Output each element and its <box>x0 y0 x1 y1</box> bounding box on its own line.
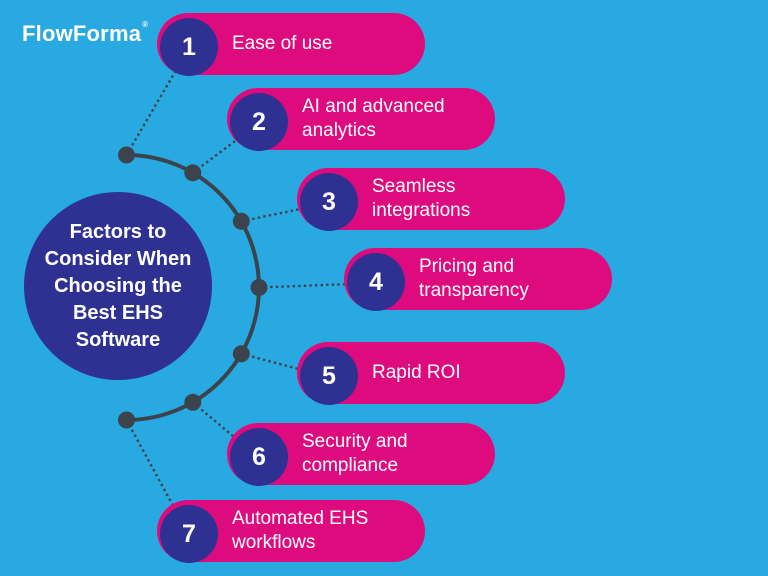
flowforma-logo: FlowForma® <box>22 20 148 47</box>
arc-node-4 <box>250 279 268 296</box>
central-title-line: Factors to <box>69 220 167 243</box>
arc-node-6 <box>184 393 202 411</box>
factor-number-badge: 4 <box>347 253 405 311</box>
central-title-line: Software <box>75 328 161 351</box>
factor-number-badge: 5 <box>300 347 358 405</box>
arc-node-1 <box>118 146 135 164</box>
factor-label: Rapid ROI <box>372 362 461 383</box>
factor-number-badge: 7 <box>160 505 218 563</box>
arc-node-5 <box>232 345 250 363</box>
central-title: Factors to Consider When Choosing the Be… <box>45 219 192 354</box>
arc-node-7 <box>118 411 135 429</box>
factor-number-badge: 3 <box>300 173 358 231</box>
factor-pill-6: 6 Security and compliance <box>227 423 495 486</box>
factor-label: Ease of use <box>232 33 333 54</box>
factor-pill-2: 2 AI and advanced analytics <box>227 88 495 151</box>
central-title-line: Best EHS <box>72 301 163 324</box>
connector-line-1 <box>125 47 191 156</box>
logo-text: FlowForma <box>22 21 142 46</box>
factor-pill-4: 4 Pricing and transparency <box>344 248 612 311</box>
arc-node-3 <box>232 212 250 230</box>
factor-pill-3: 3 Seamless integrations <box>297 168 565 231</box>
central-topic-circle: Factors to Consider When Choosing the Be… <box>24 192 212 380</box>
factor-pill-7: 7 Automated EHS workflows <box>157 500 425 563</box>
factor-label: AI and advanced analytics <box>302 96 445 141</box>
central-title-line: Consider When <box>44 247 192 270</box>
factor-number-badge: 1 <box>160 18 218 76</box>
factor-pill-1: 1 Ease of use <box>157 13 425 76</box>
arc-node-2 <box>184 164 202 182</box>
factor-label: Automated EHS workflows <box>232 508 369 553</box>
connector-line-5 <box>240 352 330 379</box>
trademark-symbol: ® <box>142 20 149 29</box>
central-title-line: Choosing the <box>54 274 182 297</box>
factor-label: Pricing and transparency <box>419 256 529 301</box>
factor-label: Security and compliance <box>302 431 408 476</box>
factor-label: Seamless integrations <box>372 176 471 221</box>
factor-number-badge: 6 <box>230 428 288 486</box>
factor-pill-5: 5 Rapid ROI <box>297 342 565 405</box>
factor-number-badge: 2 <box>230 93 288 151</box>
